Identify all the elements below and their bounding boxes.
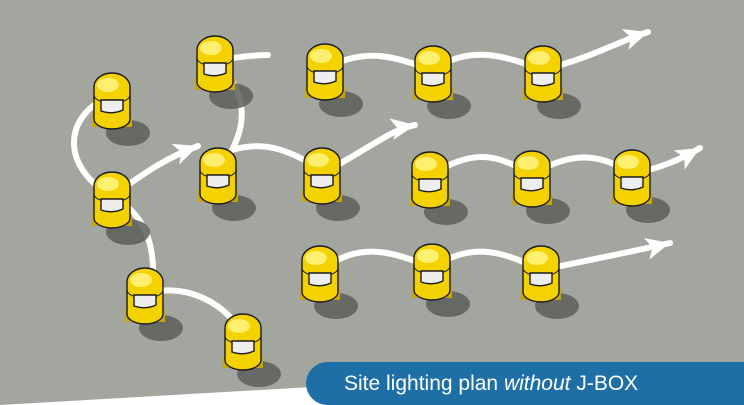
bollard-highlight [617, 155, 639, 169]
bollard-highlight [310, 49, 332, 63]
bollard-light-icon [413, 45, 471, 119]
bollard-window [100, 198, 124, 213]
bollard-light-icon [302, 147, 360, 221]
bollard-window [133, 294, 157, 309]
bollard-window [531, 72, 555, 87]
bollard-light-icon [198, 147, 256, 221]
bollard-window [203, 62, 227, 77]
caption-text-emphasis: without [503, 372, 571, 395]
bollard-highlight [228, 319, 250, 333]
cable-run-bottom [317, 240, 673, 273]
caption-text-tail: J-BOX [570, 372, 639, 395]
bollard-window [231, 340, 255, 355]
caption-text-plain: Site lighting plan [344, 372, 504, 395]
bollard-highlight [97, 177, 119, 191]
bollard-light-icon [223, 313, 281, 387]
bollard-window [620, 176, 644, 191]
cable-arrow-icon [389, 118, 415, 141]
bollard-window [421, 72, 445, 87]
bollard-light-icon [523, 45, 581, 119]
bollard-light-icon [92, 72, 150, 146]
bollard-light-icon [125, 267, 183, 341]
bollard-light-icon [410, 151, 468, 225]
bollard-layer [92, 35, 670, 387]
bollard-highlight [307, 153, 329, 167]
bollard-highlight [305, 251, 327, 265]
bollard-highlight [130, 273, 152, 287]
bollard-highlight [526, 251, 548, 265]
bollard-window [520, 177, 544, 192]
cable-arrow-icon [621, 28, 648, 50]
bollard-window [206, 174, 230, 189]
cable-arrow-icon [171, 143, 198, 165]
bollard-highlight [97, 78, 119, 92]
bollard-light-icon [195, 35, 253, 109]
bollard-light-icon [300, 245, 358, 319]
bollard-window [529, 272, 553, 287]
bollard-light-icon [92, 171, 150, 245]
bollard-light-icon [412, 243, 470, 317]
bollard-highlight [528, 51, 550, 65]
cable-arrow-icon [644, 238, 670, 260]
bollard-window [420, 270, 444, 285]
bollard-window [313, 70, 337, 85]
bollard-window [100, 99, 124, 114]
bollard-light-icon [612, 149, 670, 223]
bollard-highlight [417, 249, 439, 263]
caption-banner: Site lighting plan without J-BOX [306, 362, 744, 405]
cable-run-upper [322, 29, 651, 73]
bollard-highlight [517, 156, 539, 170]
bollard-window [310, 174, 334, 189]
bollard-highlight [200, 41, 222, 55]
cable-run-middle [427, 145, 703, 179]
bollard-light-icon [305, 43, 363, 117]
bollard-highlight [203, 153, 225, 167]
bollard-window [418, 178, 442, 193]
bollard-window [308, 272, 332, 287]
bollard-highlight [415, 157, 437, 171]
bollard-light-icon [512, 150, 570, 224]
cable-run-top [212, 57, 418, 175]
cable-arrow-icon [673, 148, 700, 170]
bollard-highlight [418, 51, 440, 65]
bollard-light-icon [521, 245, 579, 319]
